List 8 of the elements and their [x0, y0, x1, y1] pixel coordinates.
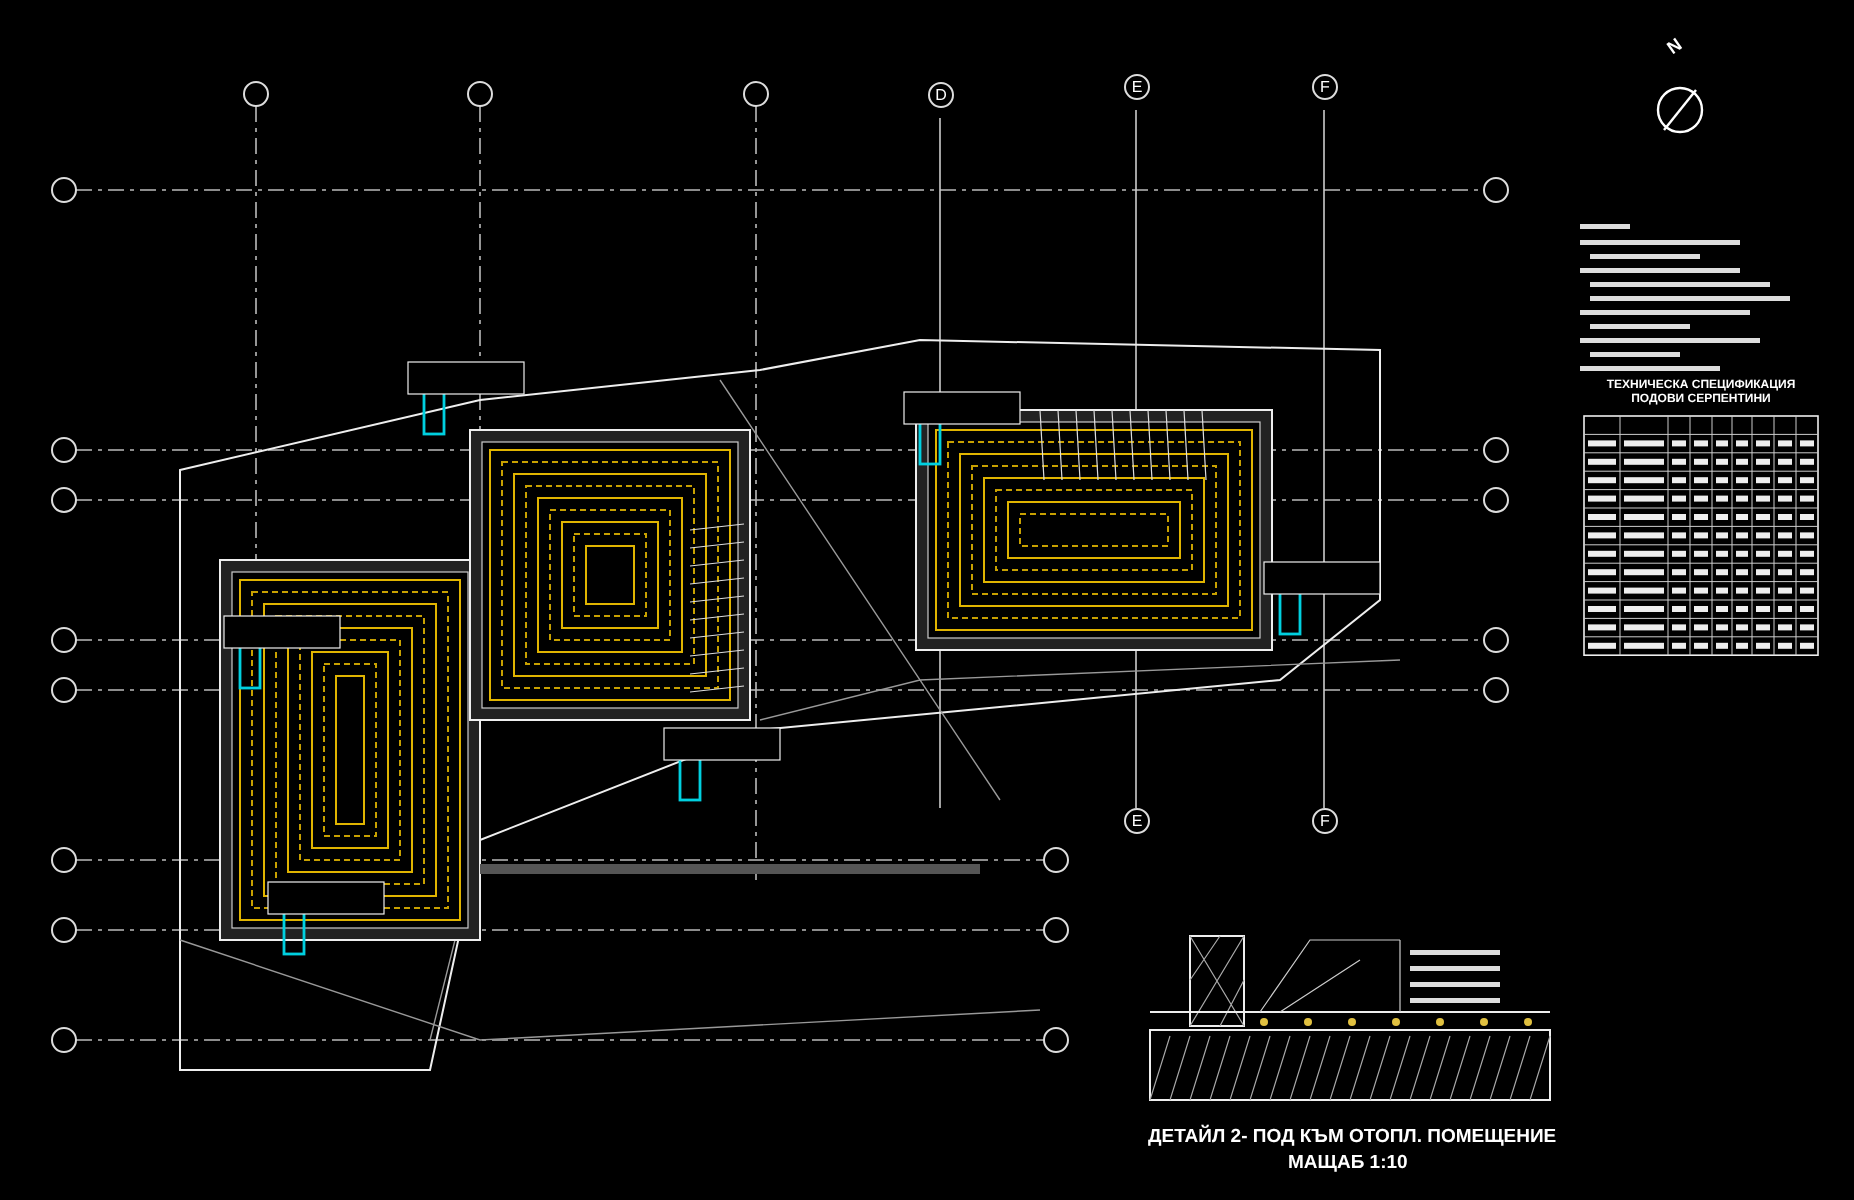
grid-axis-label: E: [1124, 74, 1150, 100]
grid-axis-label: E: [1124, 808, 1150, 834]
scale-label: МАЩАБ 1:10: [1288, 1152, 1408, 1174]
grid-axis-label: D: [928, 82, 954, 108]
north-label: N: [1663, 34, 1686, 58]
grid-axis-label: F: [1312, 808, 1338, 834]
grid-axis-label: F: [1312, 74, 1338, 100]
detail-title: ДЕТАЙЛ 2- ПОД КЪМ ОТОПЛ. ПОМЕЩЕНИЕ: [1148, 1126, 1557, 1148]
